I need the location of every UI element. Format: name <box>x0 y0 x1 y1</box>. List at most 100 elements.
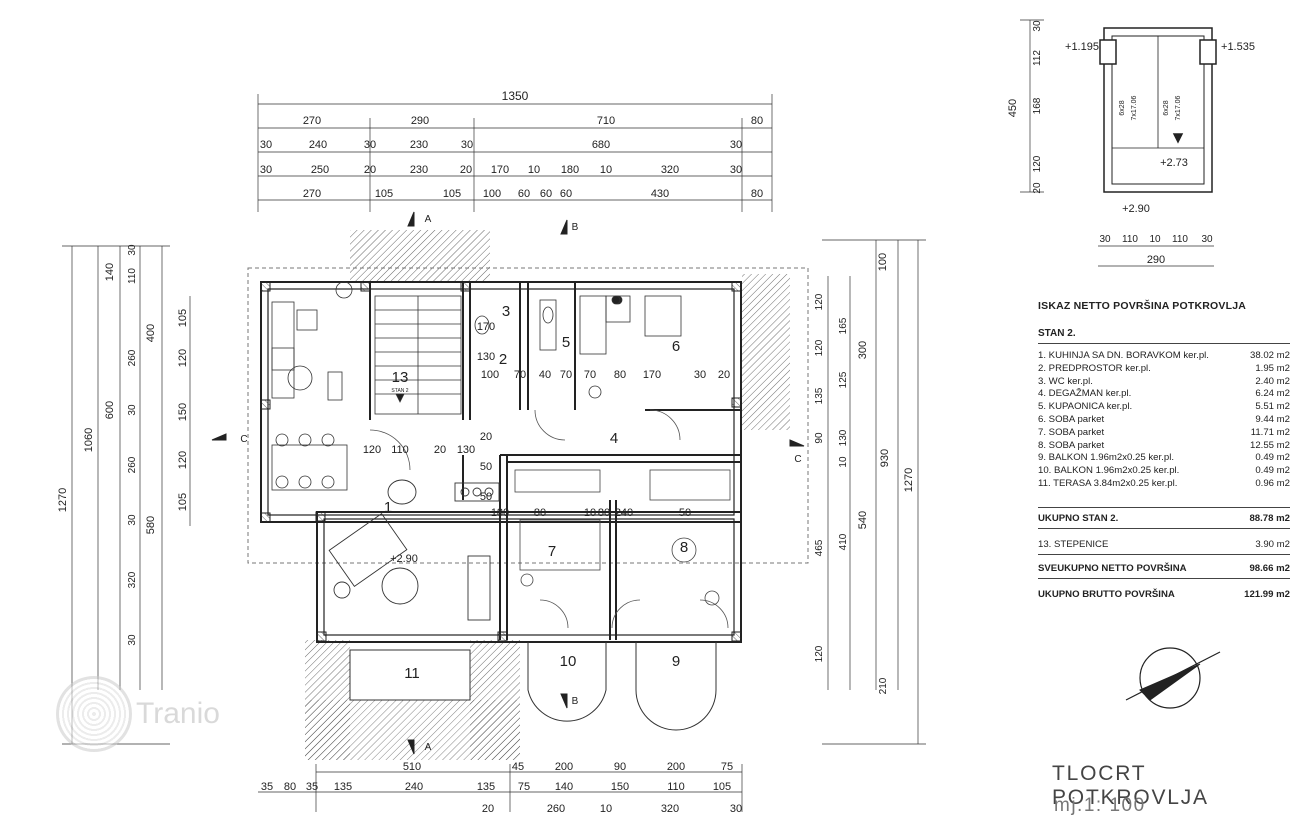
room-number: 1 <box>384 499 392 516</box>
dim-label: 710 <box>597 115 615 127</box>
legend-title: ISKAZ NETTO POVRŠINA POTKROVLJA <box>1038 300 1247 312</box>
dim-label: 30 <box>127 244 138 256</box>
legend-row-area: 2.40 m2 <box>1255 375 1290 387</box>
dim-label: 120 <box>177 349 189 367</box>
dim-label: 170 <box>491 164 509 176</box>
dim-label: 80 <box>534 507 546 519</box>
living-furniture <box>328 479 500 621</box>
section-label: C <box>794 454 801 465</box>
legend-row-area: 0.49 m2 <box>1255 452 1290 464</box>
dim-label: 200 <box>667 761 685 773</box>
drawing-title: TLOCRT POTKROVLJA <box>1052 762 1209 809</box>
dim-label: 1270 <box>57 488 69 512</box>
stair-unit-label: STAN 2 <box>391 388 408 394</box>
dim-label: 30 <box>1099 234 1111 245</box>
legend-row: 2. PREDPROSTOR ker.pl.1.95 m2 <box>1038 363 1290 376</box>
legend-row-label: 6. SOBA parket <box>1038 413 1105 425</box>
section-label: A <box>425 742 432 753</box>
legend-row: 11. TERASA 3.84m2x0.25 ker.pl. 0.96 m2 <box>1038 478 1290 491</box>
dim-label: 80 <box>751 188 763 200</box>
dim-label: 320 <box>661 164 679 176</box>
room-number: 6 <box>672 338 680 355</box>
dim-label: 30 <box>260 164 272 176</box>
dim-label: 120 <box>814 645 825 662</box>
dim-label: 200 <box>555 761 573 773</box>
legend-row-label: 1. KUHINJA SA DN. BORAVKOM ker.pl. <box>1038 350 1209 361</box>
dim-label: 7x17.06 <box>1131 95 1138 120</box>
dim-label: 35 <box>261 781 273 793</box>
level-label: +1.535 <box>1221 41 1255 53</box>
watermark: Tranio <box>56 676 220 752</box>
dim-label: 540 <box>857 511 869 529</box>
dim-label: 105 <box>177 493 189 511</box>
dim-label: 120 <box>814 339 825 356</box>
dim-label: 320 <box>127 571 138 588</box>
dim-label: 140 <box>555 781 573 793</box>
dim-label: 30 <box>1201 234 1213 245</box>
watermark-text: Tranio <box>136 697 220 730</box>
legend-row-area: 0.96 m2 <box>1255 477 1290 489</box>
legend-row-label: 10. BALKON 1.96m2x0.25 ker.pl. <box>1038 465 1180 477</box>
dim-label: 680 <box>592 139 610 151</box>
dim-label: 240 <box>615 507 633 519</box>
section-markers <box>211 211 805 755</box>
dim-label: 130 <box>838 429 849 446</box>
room-number: 4 <box>610 430 618 447</box>
bathroom-fixtures <box>474 295 682 399</box>
section-label: A <box>425 214 432 225</box>
dim-label: 10 <box>600 803 612 814</box>
dim-label: 100 <box>481 369 499 381</box>
legend-row-label: 3. WC ker.pl. <box>1038 375 1093 387</box>
dim-label: 30 <box>694 369 706 381</box>
dim-label: 20 <box>482 803 494 814</box>
dim-label: 105 <box>713 781 731 793</box>
dim-label: 20 <box>364 164 376 176</box>
kitchen-furniture <box>271 281 353 491</box>
roof-outline <box>247 267 809 564</box>
dim-label: 110 <box>391 444 409 456</box>
dim-label: 6x28 <box>1163 100 1170 115</box>
dim-label: 70 <box>514 369 526 381</box>
dim-label: 60 <box>518 188 530 200</box>
dim-label: 270 <box>303 188 321 200</box>
dim-label: 20 <box>434 444 446 456</box>
dim-label: 120 <box>363 444 381 456</box>
dim-label: 1350 <box>502 89 529 103</box>
room-number: 2 <box>499 351 507 368</box>
legend-row-area: 0.49 m2 <box>1255 465 1290 477</box>
dim-label: 110 <box>1172 234 1188 245</box>
legend-row-label: 11. TERASA 3.84m2x0.25 ker.pl. <box>1038 477 1178 489</box>
legend-row-label: 8. SOBA parket <box>1038 439 1105 451</box>
dim-label: 80 <box>284 781 296 793</box>
door-swings <box>369 409 729 629</box>
dim-label: 180 <box>561 164 579 176</box>
legend-rows: 1. KUHINJA SA DN. BORAVKOM ker.pl.38.02 … <box>1038 350 1290 491</box>
dim-label: 110 <box>127 268 138 284</box>
section-label: B <box>572 222 579 233</box>
total-net-value: 98.66 m2 <box>1249 562 1290 574</box>
room-number: 7 <box>548 543 556 560</box>
dim-label: 580 <box>145 516 157 534</box>
dim-label: 30 <box>730 139 742 151</box>
watermark-logo-icon <box>56 676 132 752</box>
total-net-row: SVEUKUPNO NETTO POVRŠINA 98.66 m2 <box>1038 563 1290 579</box>
dim-label: 80 <box>614 369 626 381</box>
legend-row: 4. DEGAŽMAN ker.pl.6.24 m2 <box>1038 388 1290 401</box>
dim-label: 130 <box>477 351 495 363</box>
total-unit-label: UKUPNO STAN 2. <box>1038 512 1119 524</box>
room-number: 5 <box>562 334 570 351</box>
legend-row: 1. KUHINJA SA DN. BORAVKOM ker.pl.38.02 … <box>1038 350 1290 363</box>
legend-row-area: 5.51 m2 <box>1255 401 1290 413</box>
dim-label: 90 <box>614 761 626 773</box>
dim-label: 30 <box>730 803 742 814</box>
dim-label: 150 <box>177 403 189 421</box>
dim-label: 150 <box>611 781 629 793</box>
stairs-label: 13. STEPENICE <box>1038 538 1109 550</box>
level-label: +2.90 <box>390 553 418 565</box>
dim-label: 90 <box>814 432 825 444</box>
roof-hatching <box>305 230 790 760</box>
dim-label: 100 <box>877 253 889 271</box>
dim-label: 165 <box>838 317 849 334</box>
dim-label: 20 <box>718 369 730 381</box>
